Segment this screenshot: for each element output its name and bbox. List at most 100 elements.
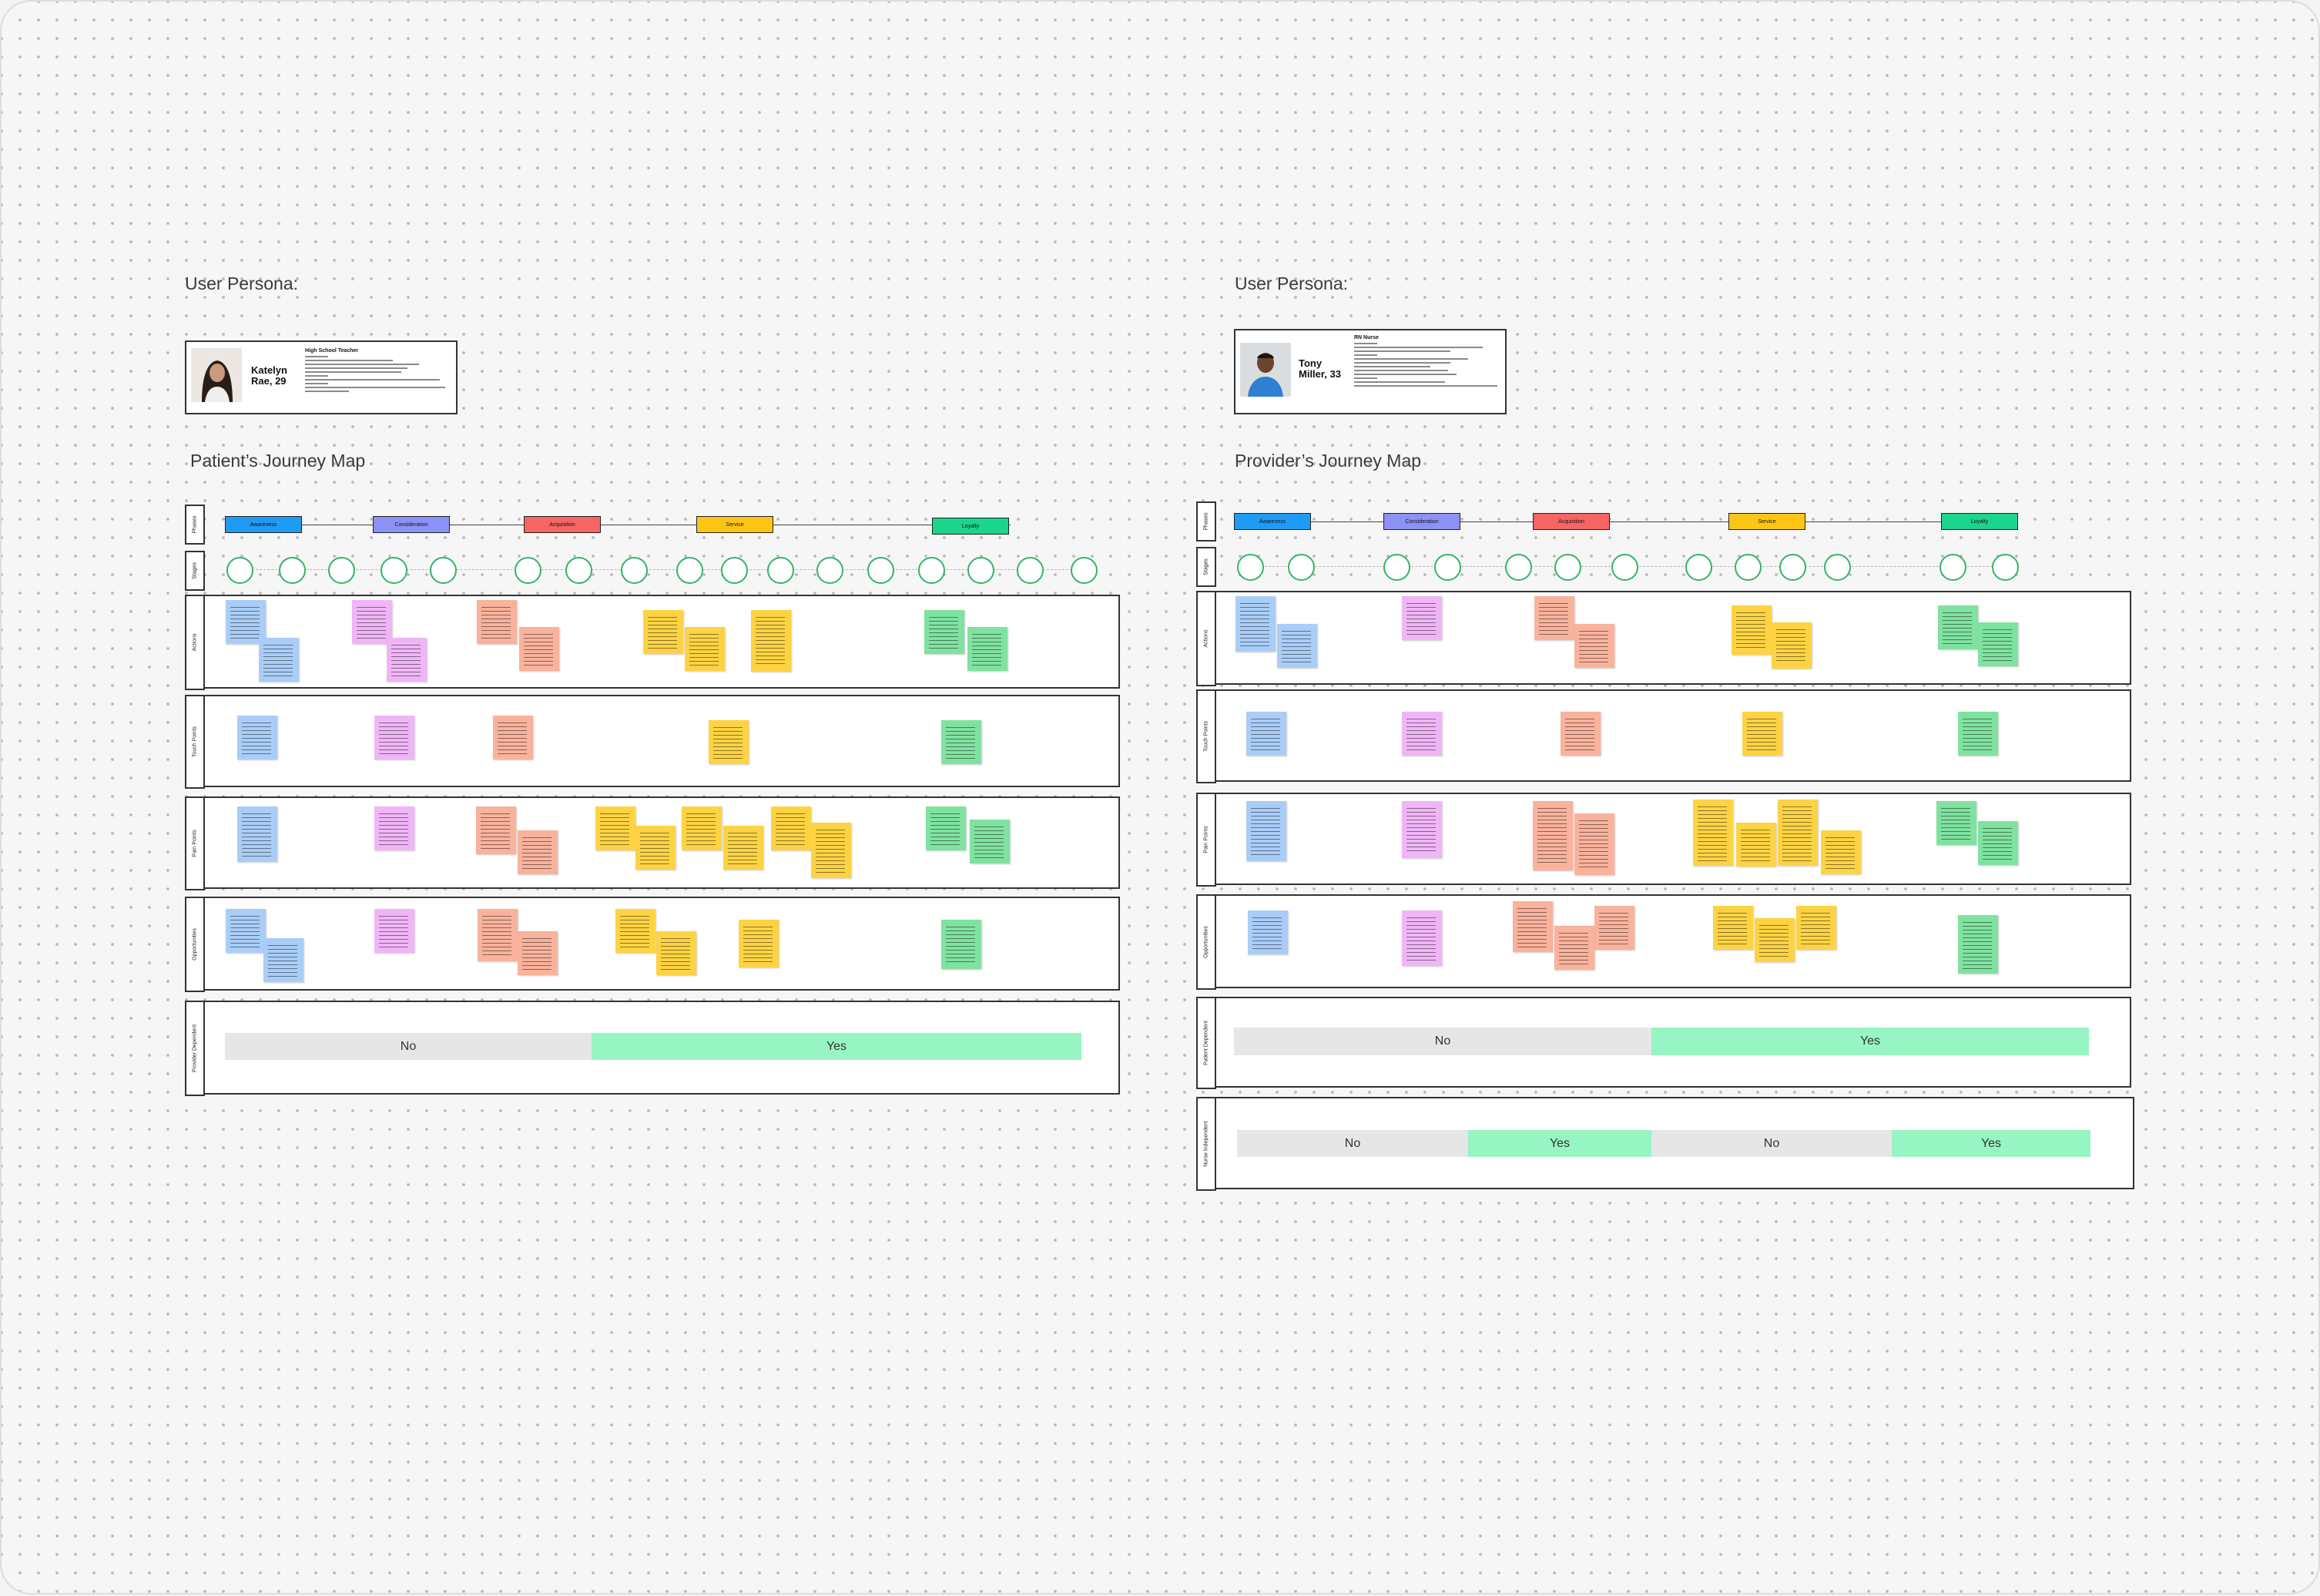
stage-node[interactable] [515,557,541,584]
stage-node[interactable] [1554,554,1581,581]
sticky-note[interactable] [685,627,725,671]
sticky-note[interactable] [1958,712,1998,756]
sticky-note[interactable] [656,931,696,975]
sticky-note[interactable] [1938,605,1978,649]
sticky-note[interactable] [1402,910,1442,966]
sticky-note[interactable] [518,830,558,874]
sticky-note[interactable] [1778,800,1818,866]
independent-yes-segment[interactable]: Yes [1892,1130,2090,1157]
stage-node[interactable] [967,557,994,584]
stage-node[interactable] [721,557,748,584]
sticky-note[interactable] [1534,596,1574,640]
stage-node[interactable] [676,557,703,584]
sticky-note[interactable] [374,909,414,953]
stage-node[interactable] [1505,554,1532,581]
stage-node[interactable] [1992,554,2019,581]
sticky-note[interactable] [1561,712,1601,756]
sticky-note[interactable] [263,938,303,982]
sticky-note[interactable] [1554,926,1594,970]
sticky-note[interactable] [387,638,427,682]
sticky-note[interactable] [682,806,722,850]
sticky-note[interactable] [1742,712,1782,756]
sticky-note[interactable] [967,627,1007,671]
sticky-note[interactable] [518,931,558,975]
phase-consideration[interactable]: Consideration [373,516,450,533]
sticky-note[interactable] [595,806,635,850]
sticky-note[interactable] [1235,596,1276,652]
stage-node[interactable] [565,557,592,584]
stage-node[interactable] [1735,554,1762,581]
stage-node[interactable] [767,557,794,584]
sticky-note[interactable] [1513,901,1553,952]
stage-node[interactable] [1383,554,1410,581]
sticky-note[interactable] [1533,801,1573,870]
sticky-note[interactable] [226,909,266,953]
stage-node[interactable] [381,557,407,584]
sticky-note[interactable] [970,820,1010,863]
sticky-note[interactable] [1402,712,1442,756]
independent-yes-segment[interactable]: Yes [1468,1130,1651,1157]
sticky-note[interactable] [709,720,749,764]
phase-loyalty[interactable]: Loyalty [932,518,1009,535]
sticky-note[interactable] [478,909,518,961]
independent-no-segment[interactable]: No [1237,1130,1468,1157]
stage-node[interactable] [1685,554,1712,581]
sticky-note[interactable] [1402,801,1442,858]
stage-node[interactable] [918,557,945,584]
sticky-note[interactable] [739,920,779,967]
sticky-note[interactable] [1574,813,1614,875]
sticky-note[interactable] [1277,624,1317,668]
persona-card[interactable]: Katelyn Rae, 29 High School Teacher [185,340,458,414]
stage-node[interactable] [1017,557,1044,584]
sticky-note[interactable] [1248,910,1288,954]
sticky-note[interactable] [226,600,266,644]
sticky-note[interactable] [924,610,964,654]
sticky-note[interactable] [1936,801,1976,845]
persona-card[interactable]: Tony Miller, 33 RN Nurse [1234,329,1507,414]
phase-acquisition[interactable]: Acquisition [1533,513,1610,530]
stage-node[interactable] [1071,557,1098,584]
sticky-note[interactable] [1755,918,1795,962]
sticky-note[interactable] [1978,622,2018,666]
sticky-note[interactable] [1736,823,1776,867]
sticky-note[interactable] [1594,906,1634,950]
dependency-yes-segment[interactable]: Yes [592,1033,1081,1060]
sticky-note[interactable] [493,716,533,759]
sticky-note[interactable] [352,600,392,644]
stage-node[interactable] [1939,554,1966,581]
stage-node[interactable] [816,557,843,584]
sticky-note[interactable] [374,806,414,850]
sticky-note[interactable] [1246,801,1286,861]
sticky-note[interactable] [477,600,517,644]
phase-consideration[interactable]: Consideration [1383,513,1460,530]
sticky-note[interactable] [1821,830,1861,874]
sticky-note[interactable] [941,720,981,764]
sticky-note[interactable] [771,806,811,850]
sticky-note[interactable] [1796,906,1836,950]
sticky-note[interactable] [1958,915,1998,974]
stage-node[interactable] [430,557,457,584]
sticky-note[interactable] [615,909,655,953]
sticky-note[interactable] [1693,800,1733,866]
sticky-note[interactable] [1772,622,1812,669]
stage-node[interactable] [1288,554,1315,581]
sticky-note[interactable] [751,610,791,672]
phase-awareness[interactable]: Awareness [1234,513,1311,530]
phase-service[interactable]: Service [696,516,773,533]
phase-service[interactable]: Service [1728,513,1805,530]
sticky-note[interactable] [237,716,277,759]
sticky-note[interactable] [643,610,683,654]
sticky-note[interactable] [374,716,414,759]
stage-node[interactable] [867,557,894,584]
dependency-yes-segment[interactable]: Yes [1651,1028,2089,1055]
sticky-note[interactable] [1732,605,1772,655]
stage-node[interactable] [1237,554,1264,581]
phase-loyalty[interactable]: Loyalty [1941,513,2018,530]
dependency-no-segment[interactable]: No [1234,1028,1651,1055]
sticky-note[interactable] [1246,712,1286,756]
stage-node[interactable] [621,557,648,584]
sticky-note[interactable] [723,826,763,870]
sticky-note[interactable] [519,627,559,671]
sticky-note[interactable] [237,806,277,862]
